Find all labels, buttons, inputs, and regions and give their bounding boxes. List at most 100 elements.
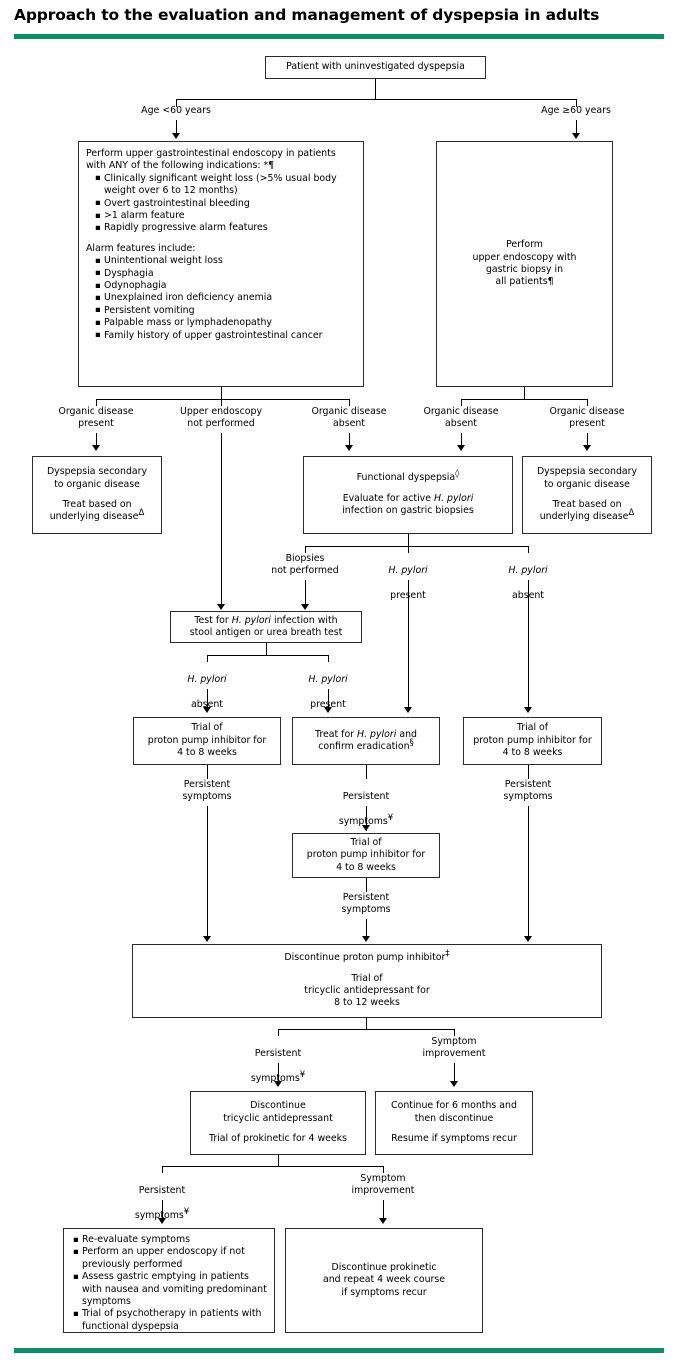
dsl-line4-text: underlying disease — [49, 511, 139, 523]
spacer — [137, 965, 597, 973]
reevaluate-list: Re-evaluate symptoms Perform an upper en… — [69, 1233, 269, 1333]
connector-hp-absent-long — [528, 580, 529, 711]
list-item: Re-evaluate symptoms — [73, 1233, 269, 1246]
persistent-final-l1: Persistent — [138, 1185, 186, 1197]
test-line1: Test for H. pylori infection with — [175, 615, 357, 627]
connector-fd-b1 — [305, 546, 306, 553]
connector-rb-b2 — [587, 399, 588, 406]
connector-fd-down — [408, 534, 409, 546]
hp-present-a-l2: present — [390, 590, 426, 601]
hp-present-b-l1: H. pylori — [308, 674, 348, 686]
list-item: Odynophagia — [95, 280, 356, 293]
dsr-line2: to organic disease — [544, 478, 630, 490]
connector-persistent-tca-down — [278, 1063, 279, 1085]
connector-treat-down2 — [366, 806, 367, 831]
fd-line1: Functional dyspepsia◊ — [308, 470, 508, 484]
edge-label-organic-absent-right: Organic disease absent — [423, 406, 499, 430]
arrow-ppi-mid-to-discontinue — [362, 936, 370, 942]
connector-symptom-improve-2-down — [383, 1200, 384, 1222]
dppi-line4: 8 to 12 weeks — [334, 997, 400, 1009]
endoscopy-all-line2: upper endoscopy with — [472, 251, 577, 263]
arrow-age-gte60 — [572, 133, 580, 139]
list-item: Overt gastrointestinal bleeding — [95, 197, 356, 210]
symbol-delta: Δ — [628, 508, 635, 519]
c6-line3: Resume if symptoms recur — [391, 1133, 517, 1145]
ppi-right-line2: proton pump inhibitor for — [473, 734, 592, 746]
arrow-to-reevaluate — [158, 1218, 166, 1224]
dtca-line3: Trial of prokinetic for 4 weeks — [209, 1133, 347, 1145]
edge-label-symptom-improvement-1: Symptom improvement — [422, 1036, 486, 1060]
list-item: Dysphagia — [95, 267, 356, 280]
list-item: Palpable mass or lymphadenopathy — [95, 317, 356, 330]
test-line1b-italic: H. pylori — [231, 614, 272, 626]
ppi-right-line3: 4 to 8 weeks — [502, 747, 563, 759]
arrow-hp-absent-b — [203, 707, 211, 713]
list-item: Rapidly progressive alarm features — [95, 222, 356, 235]
fd-line2: Evaluate for active H. pylori — [308, 493, 508, 505]
dsl-line3: Treat based on — [62, 499, 132, 510]
hp-absent-b-l1: H. pylori — [187, 674, 227, 686]
edge-label-persistent-tca: Persistent symptoms¥ — [218, 1036, 338, 1085]
symbol-double-dagger: ‡ — [445, 949, 450, 960]
node-endoscopy-indications: Perform upper gastrointestinal endoscopy… — [78, 141, 364, 387]
connector-rb-b1 — [461, 399, 462, 406]
fd-line2a: Evaluate for active — [342, 492, 434, 504]
ppi-mid-line1: Trial of — [350, 836, 382, 848]
persistent-2-l1: Persistent — [342, 791, 390, 803]
hp-absent-a-l1: H. pylori — [508, 565, 548, 577]
connector-right-branch — [576, 99, 577, 107]
arrow-oa-left — [345, 445, 353, 451]
page-title: Approach to the evaluation and managemen… — [14, 6, 600, 24]
dppi-line3: tricyclic antidepressant for — [304, 985, 430, 996]
arrow-hp-present-b — [324, 707, 332, 713]
arrow-age-lt60 — [172, 133, 180, 139]
arrow-op-left — [92, 445, 100, 451]
edge-label-persistent-mid: Persistent symptoms — [341, 892, 391, 916]
header-rule-top — [14, 34, 664, 39]
connector-test-b2 — [328, 655, 329, 662]
treat-line2: confirm eradication§ — [297, 739, 435, 753]
dppi-line2: Trial of — [351, 972, 383, 984]
connector-dppi-down — [366, 1018, 367, 1029]
list-item: Persistent vomiting — [95, 304, 356, 317]
edge-label-endoscopy-not-performed: Upper endoscopy not performed — [179, 406, 263, 430]
edge-label-persistent-final: Persistent symptoms¥ — [102, 1173, 222, 1222]
test-line2: stool antigen or urea breath test — [189, 627, 343, 638]
connector-ppi-mid-down2 — [366, 919, 367, 938]
list-item: >1 alarm feature — [95, 210, 356, 223]
arrow-oa-right — [457, 445, 465, 451]
list-item: Unexplained iron deficiency anemia — [95, 292, 356, 305]
edge-label-persistent-2: Persistent symptoms¥ — [306, 779, 426, 828]
connector-left-branch — [176, 99, 177, 107]
node-endoscopy-all-patients: Perform upper endoscopy with gastric bio… — [436, 141, 613, 387]
ppi-left-line2: proton pump inhibitor for — [147, 734, 267, 746]
connector-lb-b1 — [96, 399, 97, 406]
connector-test-b1 — [207, 655, 208, 662]
hp-present-b-l2: present — [310, 699, 346, 710]
node-test-hpylori: Test for H. pylori infection with stool … — [170, 611, 362, 643]
dppi-line1-text: Discontinue proton pump inhibitor — [284, 952, 446, 964]
endoscopy-all-line4: all patients¶ — [495, 276, 554, 288]
dtca-line1: Discontinue — [250, 1100, 306, 1112]
edge-label-symptom-improvement-2: Symptom improvement — [351, 1173, 415, 1197]
connector-op-right-down — [587, 433, 588, 448]
fd-line2b-italic: H. pylori — [433, 492, 474, 504]
spacer — [37, 491, 157, 499]
dsl-line2: to organic disease — [54, 478, 140, 490]
persistent-tca-l2: symptoms — [250, 1072, 300, 1084]
connector-ppi-right-long — [528, 806, 529, 938]
persistent-final-l2: symptoms — [134, 1209, 184, 1221]
connector-biopsies-down — [305, 580, 306, 608]
endoscopy-indications-intro: Perform upper gastrointestinal endoscopy… — [86, 148, 336, 172]
treat-line1a: Treat for — [315, 728, 358, 740]
connector-dtca-b1 — [162, 1166, 163, 1173]
connector-fd-b2 — [408, 546, 409, 553]
node-dyspepsia-secondary-right: Dyspepsia secondary to organic disease T… — [522, 456, 652, 534]
dsr-line4: underlying diseaseΔ — [527, 508, 647, 523]
arrow-endoscopy-not-performed — [217, 604, 225, 610]
arrow-treat-to-ppi-mid — [362, 825, 370, 831]
arrow-to-discontinue-prokinetic — [379, 1218, 387, 1224]
node-start-text: Patient with uninvestigated dyspepsia — [286, 61, 465, 73]
connector-leftbox-split — [96, 399, 349, 400]
connector-symptom-improve-1-down — [454, 1063, 455, 1085]
